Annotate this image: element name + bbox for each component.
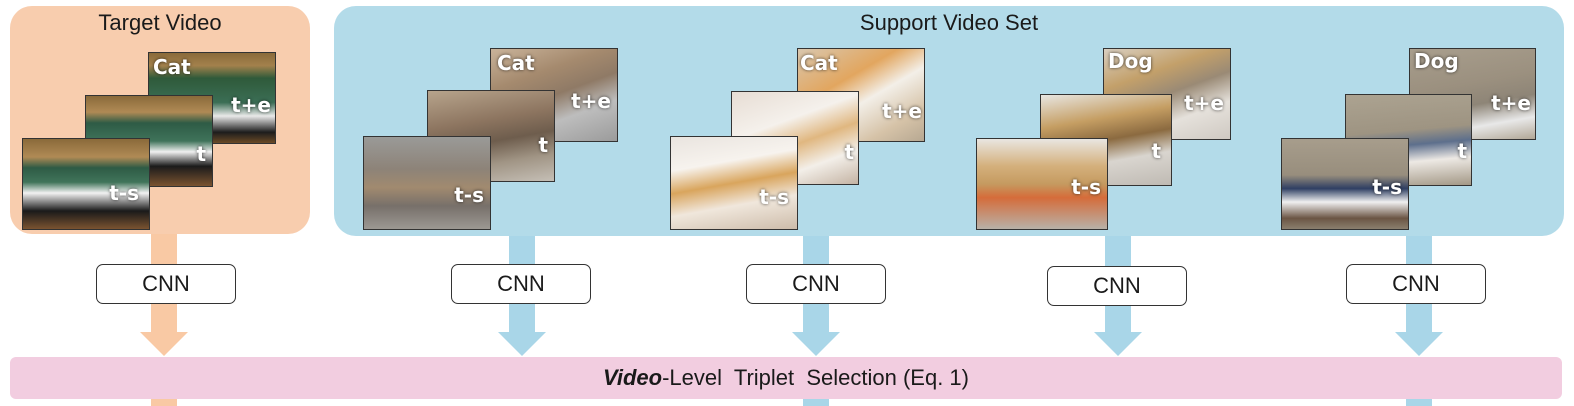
frame-time-label: t <box>196 142 206 166</box>
selection-rest-text: -Level Triplet Selection (Eq. 1) <box>662 365 969 390</box>
support-3-arrow-head <box>1094 332 1142 356</box>
cnn-box-support-3: CNN <box>1047 266 1187 306</box>
frame-time-label: t+e <box>882 99 922 123</box>
frame-time-label: t <box>844 140 854 164</box>
target-frame-t-minus-s: t-s <box>22 138 150 230</box>
frame-class-label: Cat <box>497 51 535 75</box>
target-arrow-tail <box>151 399 177 406</box>
frame-time-label: t+e <box>231 93 271 117</box>
frame-class-label: Dog <box>1108 49 1153 73</box>
target-video-title: Target Video <box>98 10 222 35</box>
cnn-box-support-1: CNN <box>451 264 591 304</box>
support-video-title: Support Video Set <box>859 10 1039 35</box>
cnn-box-support-4: CNN <box>1346 264 1486 304</box>
target-arrow-head <box>140 332 188 356</box>
frame-time-label: t-s <box>454 183 484 207</box>
frame-time-label: t+e <box>1184 91 1224 115</box>
selection-bold-prefix: Video <box>602 365 663 390</box>
frame-time-label: t-s <box>1071 175 1101 199</box>
support-2-arrow-tail <box>803 399 829 406</box>
cnn-box-support-2: CNN <box>746 264 886 304</box>
frame-time-label: t <box>538 133 548 157</box>
support-2-frame-t-minus-s: t-s <box>670 136 798 230</box>
frame-time-label: t-s <box>759 185 789 209</box>
support-4-frame-t-minus-s: t-s <box>1281 138 1409 230</box>
support-2-arrow-head <box>792 332 840 356</box>
support-1-frame-t-minus-s: t-s <box>363 136 491 230</box>
support-4-arrow-tail <box>1406 399 1432 406</box>
support-1-arrow-head <box>498 332 546 356</box>
frame-time-label: t <box>1151 139 1161 163</box>
frame-class-label: Cat <box>800 51 838 75</box>
video-level-triplet-selection-bar: Video-Level Triplet Selection (Eq. 1) <box>10 357 1562 399</box>
cnn-box-target: CNN <box>96 264 236 304</box>
support-4-arrow-head <box>1395 332 1443 356</box>
frame-class-label: Cat <box>153 55 191 79</box>
frame-class-label: Dog <box>1414 49 1459 73</box>
frame-time-label: t-s <box>1372 175 1402 199</box>
frame-time-label: t-s <box>109 181 139 205</box>
support-3-frame-t-minus-s: t-s <box>976 138 1108 230</box>
frame-time-label: t+e <box>1491 91 1531 115</box>
frame-time-label: t <box>1457 139 1467 163</box>
frame-time-label: t+e <box>571 89 611 113</box>
